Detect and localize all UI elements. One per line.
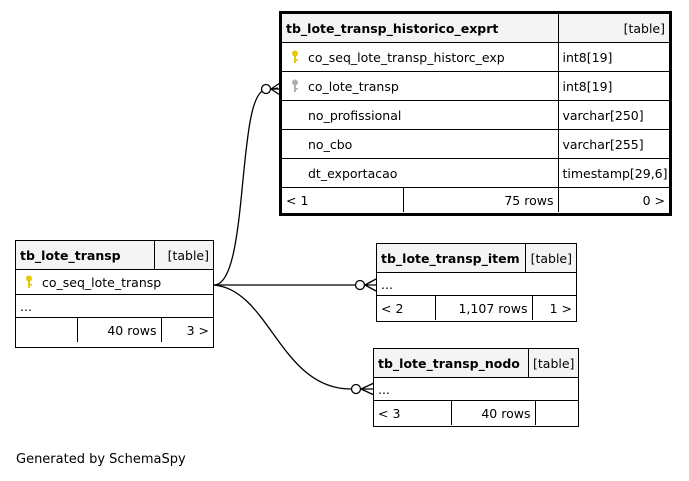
column-name: co_lote_transp	[308, 78, 399, 94]
table-title[interactable]: tb_lote_transp_historico_exprt	[282, 14, 559, 43]
children-link[interactable]: 1 >	[531, 295, 576, 320]
table-title[interactable]: tb_lote_transp_nodo	[374, 349, 529, 377]
edge-lote-to-historico	[213, 87, 279, 286]
table-title[interactable]: tb_lote_transp	[16, 241, 155, 269]
table-lote-transp[interactable]: tb_lote_transp [table] co_seq_lote_trans…	[15, 240, 214, 348]
more-columns-ellipsis: ...	[16, 294, 213, 317]
row-count: 75 rows	[402, 187, 559, 212]
column-name: no_cbo	[308, 136, 353, 152]
column-row[interactable]: co_seq_lote_transp	[16, 269, 213, 295]
edge-item-crowfoot	[364, 278, 377, 292]
foreign-key-icon	[292, 79, 298, 92]
edge-nodo-crowfoot	[360, 382, 375, 396]
parents-link[interactable]	[16, 317, 78, 342]
children-link[interactable]: 3 >	[160, 317, 213, 342]
column-type: int8[19]	[557, 42, 669, 72]
column-type: timestamp[29,6]	[557, 158, 669, 187]
table-kind: [table]	[528, 349, 578, 377]
table-lote-transp-item[interactable]: tb_lote_transp_item [table] ... < 2 1,10…	[376, 243, 577, 322]
children-link[interactable]	[534, 400, 578, 425]
column-row[interactable]: dt_exportacao timestamp[29,6]	[282, 158, 669, 187]
primary-key-icon	[292, 50, 298, 63]
generated-by-footer: Generated by SchemaSpy	[16, 452, 186, 467]
table-historico-exprt[interactable]: tb_lote_transp_historico_exprt [table] c…	[279, 11, 672, 216]
edge-historico-optional-marker	[260, 83, 272, 95]
column-name: dt_exportacao	[308, 165, 398, 181]
edge-nodo-optional-marker	[350, 383, 362, 395]
table-kind: [table]	[154, 241, 213, 269]
column-row[interactable]: no_profissional varchar[250]	[282, 100, 669, 130]
edge-lote-to-nodo	[213, 284, 352, 390]
column-type: varchar[255]	[557, 129, 669, 159]
primary-key-icon	[26, 275, 32, 288]
children-link[interactable]: 0 >	[557, 187, 669, 212]
column-row[interactable]: co_seq_lote_transp_historc_exp int8[19]	[282, 42, 669, 72]
table-kind: [table]	[525, 244, 576, 272]
table-title[interactable]: tb_lote_transp_item	[377, 244, 526, 272]
parents-link[interactable]: < 1	[282, 187, 404, 212]
table-lote-transp-nodo[interactable]: tb_lote_transp_nodo [table] ... < 3 40 r…	[373, 348, 579, 427]
edge-item-optional-marker	[354, 279, 366, 291]
parents-link[interactable]: < 3	[374, 400, 452, 425]
column-name: no_profissional	[308, 107, 402, 123]
column-name: co_seq_lote_transp	[42, 274, 162, 290]
column-row[interactable]: co_lote_transp int8[19]	[282, 71, 669, 101]
edge-historico-crowfoot	[270, 82, 281, 96]
parents-link[interactable]: < 2	[377, 295, 436, 320]
column-name: co_seq_lote_transp_historc_exp	[308, 49, 505, 65]
table-kind: [table]	[557, 14, 669, 43]
row-count: 40 rows	[76, 317, 162, 342]
column-row[interactable]: no_cbo varchar[255]	[282, 129, 669, 159]
more-columns-ellipsis: ...	[377, 272, 576, 295]
column-type: int8[19]	[557, 71, 669, 101]
column-type: varchar[250]	[557, 100, 669, 130]
row-count: 40 rows	[450, 400, 536, 425]
row-count: 1,107 rows	[434, 295, 533, 320]
more-columns-ellipsis: ...	[374, 377, 578, 400]
